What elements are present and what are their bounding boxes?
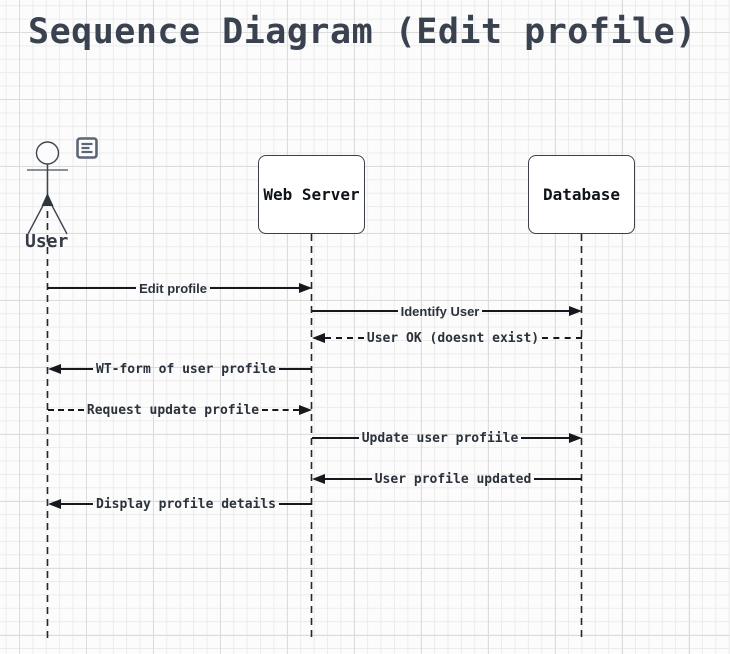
message-line-segment: [542, 337, 582, 339]
message-line-segment: [279, 503, 312, 505]
participant-label: Web Server: [263, 185, 360, 204]
arrowhead-icon: [47, 499, 61, 509]
message-line-segment: [521, 437, 569, 439]
message-label: Edit profile: [139, 280, 207, 296]
arrowhead-icon: [47, 364, 61, 374]
message-line-segment: [311, 310, 398, 312]
message-line-segment: [60, 503, 93, 505]
actor-head: [35, 141, 60, 165]
arrowhead-icon: [298, 405, 312, 415]
message-arrow[interactable]: Request update profile: [47, 401, 312, 419]
message-arrow[interactable]: User profile updated: [311, 470, 582, 488]
message-label: User OK (doesnt exist): [366, 330, 540, 346]
message-line-segment: [262, 409, 299, 411]
arrowhead-icon: [311, 474, 325, 484]
message-line-segment: [311, 437, 359, 439]
message-label: Request update profile: [86, 402, 260, 418]
message-label: Display profile details: [96, 496, 277, 512]
lifeline-label-user[interactable]: User: [25, 231, 69, 252]
participant-web-server[interactable]: Web Server: [258, 155, 365, 234]
message-line-segment: [209, 287, 299, 289]
message-arrow[interactable]: Edit profile: [47, 279, 312, 297]
actor-hip-wedge: [41, 193, 54, 206]
message-line-segment: [279, 368, 312, 370]
participant-label: Database: [542, 185, 621, 204]
diagram-title[interactable]: Sequence Diagram (Edit profile): [28, 12, 697, 52]
message-line-segment: [324, 337, 364, 339]
message-label: User profile updated: [374, 471, 532, 487]
message-line-segment: [482, 310, 569, 312]
message-arrow[interactable]: Identify User: [311, 302, 582, 320]
message-line-segment: [60, 368, 93, 370]
message-label: WT-form of user profile: [96, 361, 277, 377]
arrowhead-icon: [568, 433, 582, 443]
message-line-segment: [534, 478, 582, 480]
message-arrow[interactable]: Display profile details: [47, 495, 312, 513]
message-line-segment: [47, 287, 137, 289]
message-arrow[interactable]: WT-form of user profile: [47, 360, 312, 378]
message-arrow[interactable]: Update user profiile: [311, 429, 582, 447]
note-icon[interactable]: [75, 136, 99, 160]
actor-user-figure[interactable]: [20, 138, 76, 238]
arrowhead-icon: [311, 333, 325, 343]
message-label: Identify User: [400, 303, 480, 319]
message-line-segment: [47, 409, 84, 411]
participant-database[interactable]: Database: [528, 155, 635, 234]
message-arrow[interactable]: User OK (doesnt exist): [311, 329, 582, 347]
message-line-segment: [324, 478, 372, 480]
message-label: Update user profiile: [361, 430, 519, 446]
arrowhead-icon: [298, 283, 312, 293]
arrowhead-icon: [568, 306, 582, 316]
